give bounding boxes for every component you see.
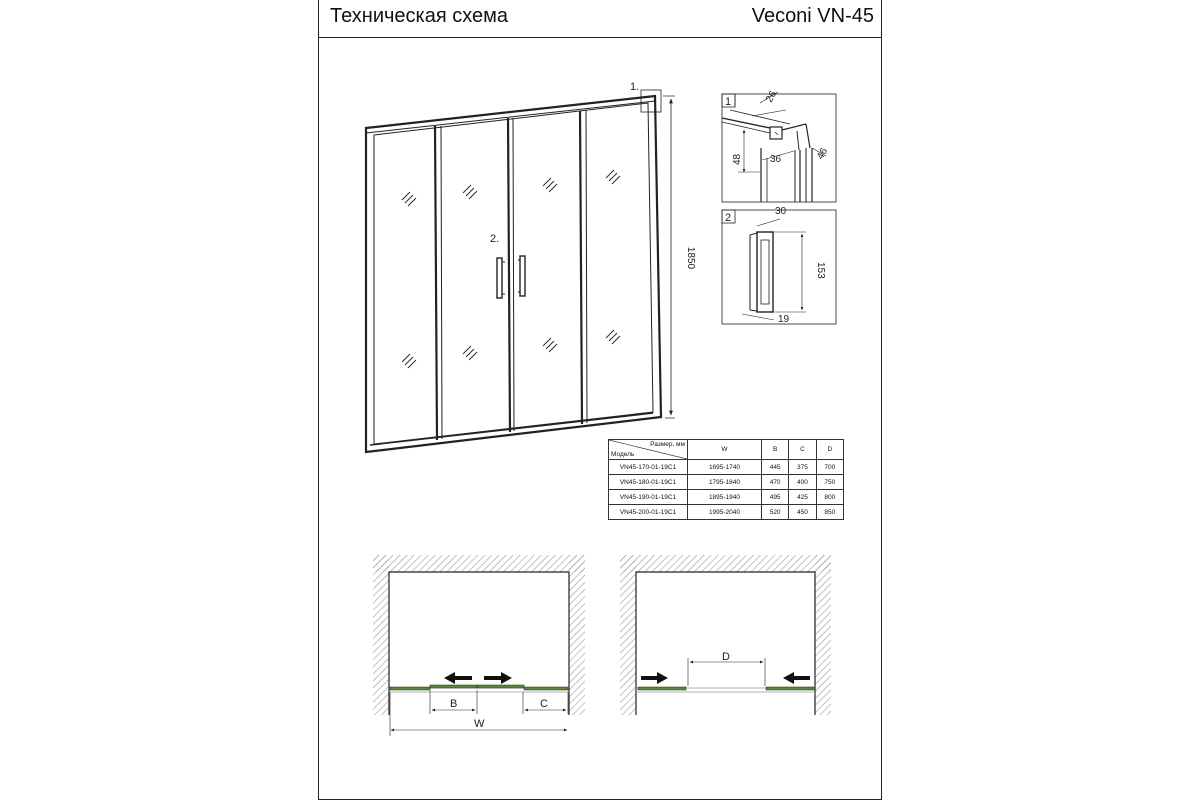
detail-1-dim-c: 36 — [770, 154, 782, 165]
detail-1-marker — [640, 89, 662, 113]
glass-panel-fixed-right — [523, 686, 569, 691]
detail-2-handle — [756, 231, 774, 313]
header-diagonal-cell: Размер, мм Модель — [608, 439, 688, 460]
door-handle-right — [519, 255, 526, 297]
d-cell: 700 — [815, 459, 845, 475]
slide-arrow-right — [484, 672, 512, 684]
detail-2-number: 2 — [725, 212, 731, 224]
header-diagonal-line — [609, 440, 687, 459]
glass-panel-open-left — [637, 686, 687, 691]
callout-1: 1. — [630, 81, 639, 93]
c-cell: 450 — [788, 504, 817, 520]
callout-2: 2. — [490, 233, 499, 245]
model-cell: VN45-200-01-19C1 — [608, 504, 688, 520]
c-cell: 400 — [788, 474, 817, 490]
detail-2-dim-c: 19 — [778, 314, 790, 325]
height-dim-label: 1850 — [685, 247, 696, 270]
c-cell: 375 — [788, 459, 817, 475]
plan-left-label-w: W — [474, 718, 485, 730]
header-size-label: Размер, мм — [650, 441, 685, 448]
model-cell: VN45-190-01-19C1 — [608, 489, 688, 505]
table-row: VN45-180-01-19C1 1795-1840 470 400 750 — [608, 474, 845, 490]
b-cell: 495 — [760, 489, 790, 505]
door-outer-frame — [364, 94, 663, 454]
col-header-c: C — [788, 439, 817, 460]
panel-divider-2 — [506, 117, 512, 433]
w-cell: 1995-2040 — [687, 504, 762, 520]
glass-panel-slide-left — [429, 684, 478, 689]
b-cell: 470 — [760, 474, 790, 490]
detail-2-dim-a: 30 — [775, 206, 787, 217]
detail-2 — [721, 209, 837, 325]
b-cell: 445 — [760, 459, 790, 475]
model-cell: VN45-170-01-19C1 — [608, 459, 688, 475]
size-table-header: Размер, мм Модель W B C D — [608, 439, 845, 460]
col-header-w: W — [687, 439, 762, 460]
panel-divider-3 — [578, 110, 584, 425]
table-row: VN45-170-01-19C1 1695-1740 445 375 700 — [608, 459, 845, 475]
glass-panel-slide-right — [476, 684, 525, 689]
c-cell: 425 — [788, 489, 817, 505]
plan-left — [373, 555, 585, 736]
detail-1-dim-a: 26 — [764, 89, 779, 105]
detail-1-dim-b: 48 — [732, 153, 743, 165]
plan-right-label-d: D — [722, 651, 730, 663]
slide-arrow-left — [444, 672, 472, 684]
glass-panel-fixed-left — [389, 686, 431, 691]
header-bar: Техническая схема Veconi VN-45 — [318, 0, 882, 38]
glass-reflection-marks — [401, 169, 621, 369]
table-row: VN45-200-01-19C1 1995-2040 520 450 850 — [608, 504, 845, 520]
page-title: Техническая схема — [330, 5, 509, 27]
d-cell: 750 — [815, 474, 845, 490]
open-arrow-right — [641, 672, 668, 684]
open-arrow-left — [783, 672, 810, 684]
plan-left-label-c: C — [540, 698, 548, 710]
panel-divider-1 — [433, 125, 439, 441]
door-handle-left — [496, 257, 503, 299]
detail-1-number: 1 — [725, 96, 731, 108]
table-row: VN45-190-01-19C1 1895-1940 495 425 800 — [608, 489, 845, 505]
detail-2-dim-b: 153 — [815, 262, 826, 279]
w-cell: 1895-1940 — [687, 489, 762, 505]
plan-left-label-b: B — [450, 698, 457, 710]
model-title: Veconi VN-45 — [751, 5, 874, 27]
model-cell: VN45-180-01-19C1 — [608, 474, 688, 490]
col-header-b: B — [760, 439, 790, 460]
header-model-label: Модель — [611, 451, 635, 458]
w-cell: 1695-1740 — [687, 459, 762, 475]
glass-panel-open-right — [765, 686, 815, 691]
size-table: Размер, мм Модель W B C D VN45-170-01-19… — [608, 439, 845, 520]
w-cell: 1795-1840 — [687, 474, 762, 490]
plan-right — [620, 555, 831, 715]
b-cell: 520 — [760, 504, 790, 520]
d-cell: 800 — [815, 489, 845, 505]
front-view — [364, 89, 675, 454]
detail-1-dim-d: 46 — [815, 146, 830, 162]
door-inner-frame — [373, 102, 654, 445]
detail-1 — [721, 91, 837, 203]
col-header-d: D — [815, 439, 845, 460]
d-cell: 850 — [815, 504, 845, 520]
